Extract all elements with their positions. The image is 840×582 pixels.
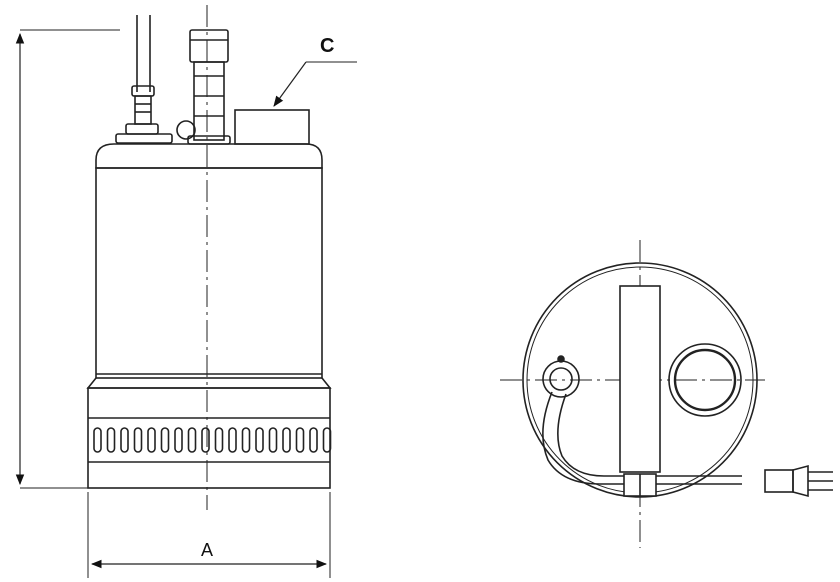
strainer-slot (322, 427, 332, 453)
strainer-slot (228, 427, 237, 453)
strainer-slot (295, 427, 305, 453)
handle-bar (619, 285, 661, 473)
motor-housing (95, 167, 323, 379)
strainer-slot (255, 427, 264, 453)
outlet-port (668, 343, 742, 417)
strainer-slot (106, 427, 116, 453)
lifting-ring (176, 120, 196, 140)
strainer-slot (160, 427, 170, 453)
strainer-slot (147, 427, 156, 453)
strainer-slot (201, 427, 210, 453)
power-cord (542, 391, 742, 485)
height-dimension (15, 29, 120, 489)
strainer-slot (187, 427, 197, 453)
discharge-outlet (187, 29, 231, 145)
callout-label-c: C (320, 35, 334, 57)
lower-shoulder (86, 377, 332, 389)
width-dimension (87, 492, 331, 578)
pump-top-view (500, 240, 833, 548)
power-cable (136, 15, 151, 92)
strainer-slot (268, 427, 278, 453)
strainer-slots (93, 427, 332, 453)
cable-gland (115, 85, 173, 144)
plug (764, 464, 833, 498)
float-switch-box (234, 109, 310, 145)
pump-side-view: A C (15, 5, 357, 578)
strainer-slot (309, 427, 318, 453)
strainer-slot (174, 427, 183, 453)
cable-entry (542, 355, 580, 398)
top-cover (95, 143, 323, 169)
strainer-slot (214, 427, 224, 453)
strainer-slot (93, 427, 102, 453)
callout-leader (273, 61, 357, 107)
strainer-slot (241, 427, 251, 453)
strainer-slot (133, 427, 143, 453)
strainer-slot (282, 427, 291, 453)
dimension-label-a: A (201, 540, 213, 560)
strainer-slot (120, 427, 129, 453)
